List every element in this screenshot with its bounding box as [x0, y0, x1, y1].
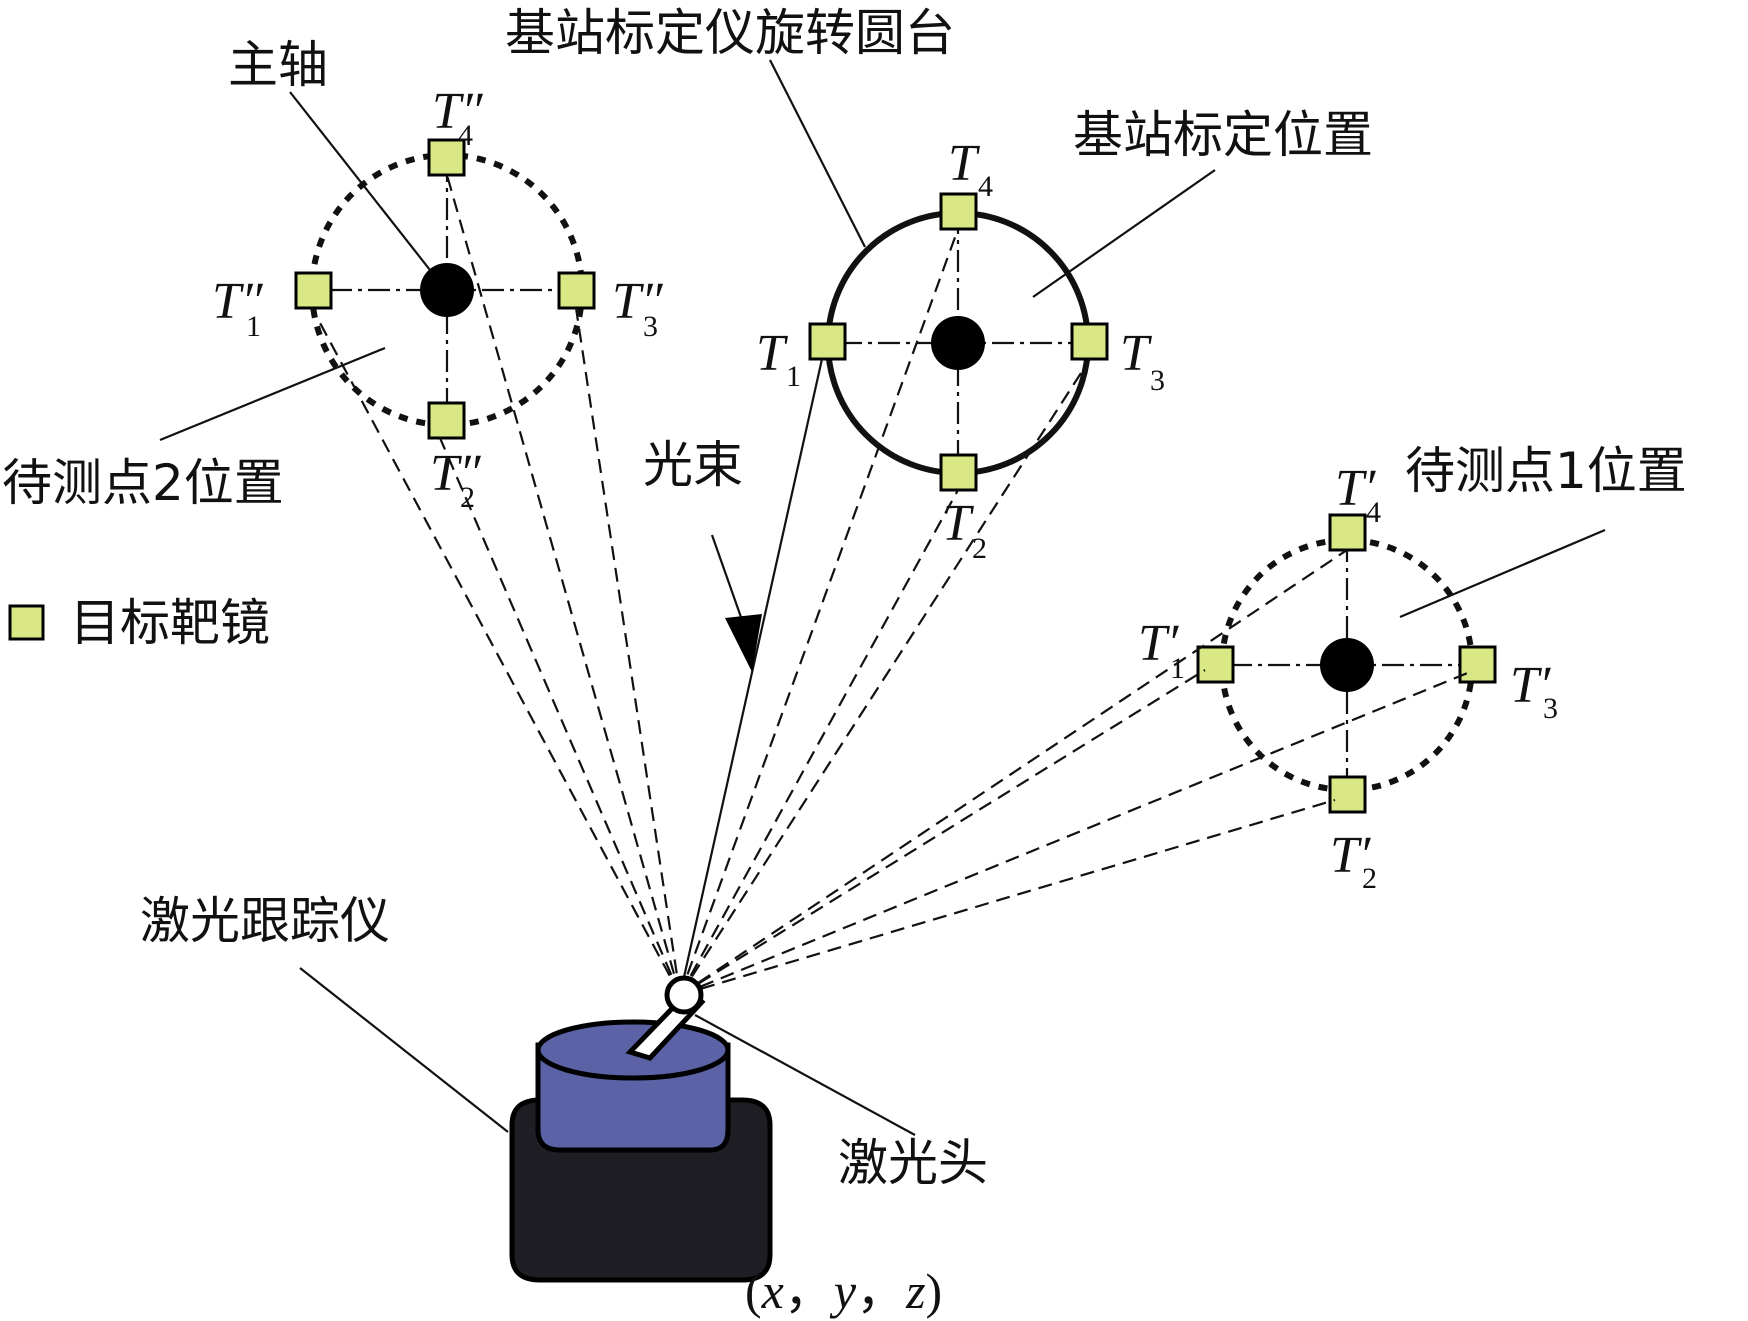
label-t4-prime-sub: 4	[1366, 496, 1381, 529]
laser-tracker	[509, 975, 773, 1283]
leader-base-rotary	[769, 59, 866, 248]
legend-target-label: 目标靶镜	[70, 594, 270, 652]
leader-tracker	[299, 967, 509, 1133]
label-t1-double: T″	[212, 273, 264, 330]
legend-target-swatch	[8, 604, 45, 641]
leader-base-position	[1032, 169, 1216, 298]
label-t1-prime: T′	[1138, 615, 1180, 672]
label-laser-head: 激光头	[838, 1134, 988, 1192]
annotations: 主轴 基站标定仪旋转圆台 基站标定位置 待测点2位置 待测点1位置 光束 激光跟…	[2, 4, 1687, 1192]
tracker-coordinates: (x，y，z)	[745, 1263, 942, 1319]
leader-laser-head	[694, 1014, 916, 1136]
label-base-rotary: 基站标定仪旋转圆台	[505, 4, 955, 62]
leader-point2	[159, 346, 386, 442]
beam-line	[679, 489, 959, 996]
target-mirror	[557, 271, 596, 310]
label-t3-sub: 3	[1150, 364, 1165, 397]
point2-target-labels: T″ 4 T″ 1 T″ 3 T″ 2	[212, 83, 664, 514]
label-point2-position: 待测点2位置	[2, 454, 284, 512]
label-t4-double-sub: 4	[458, 119, 473, 152]
legend: 目标靶镜	[8, 594, 270, 652]
target-mirror	[294, 271, 333, 310]
base-center-dot	[931, 316, 985, 370]
point2-group	[294, 138, 596, 440]
point2-center-dot	[420, 263, 474, 317]
beam-line	[679, 549, 1348, 996]
target-mirror	[427, 401, 466, 440]
label-t1-sub: 1	[786, 360, 801, 393]
label-t1: T	[756, 325, 788, 382]
beam-pointer-arrow	[725, 614, 762, 672]
point1-target-labels: T′ 4 T′ 1 T′ 3 T′ 2	[1138, 460, 1558, 895]
label-t3-prime-sub: 3	[1543, 692, 1558, 725]
beam-line	[678, 228, 960, 996]
label-t4-double: T″	[432, 83, 484, 140]
label-base-position: 基站标定位置	[1073, 106, 1373, 164]
label-t1-double-sub: 1	[246, 310, 261, 343]
target-mirror	[808, 322, 847, 361]
label-t3-prime: T′	[1510, 657, 1552, 714]
label-t4-prime: T′	[1335, 460, 1377, 517]
label-main-axis: 主轴	[228, 36, 328, 94]
label-beam: 光束	[643, 436, 743, 494]
beam-line	[445, 174, 682, 996]
leader-point1	[1399, 528, 1606, 619]
label-t2-sub: 2	[972, 532, 987, 565]
target-mirror	[1328, 775, 1367, 814]
label-t4-sub: 4	[978, 170, 993, 203]
target-mirror	[427, 138, 466, 177]
laser-head	[664, 975, 704, 1015]
point1-center-dot	[1320, 638, 1374, 692]
beam-line	[311, 307, 681, 996]
beam-line	[438, 437, 682, 996]
label-t4: T	[948, 135, 980, 192]
label-t2-double-sub: 2	[460, 481, 475, 514]
target-mirror	[1458, 645, 1497, 684]
leader-lines	[159, 59, 1606, 1136]
point1-group	[1196, 513, 1497, 814]
label-tracker: 激光跟踪仪	[140, 892, 390, 950]
beam-line	[679, 358, 1091, 996]
label-t2-prime-sub: 2	[1362, 862, 1377, 895]
leader-main-axis	[289, 91, 431, 271]
label-t2-double: T″	[430, 445, 482, 502]
target-mirror	[1070, 322, 1109, 361]
label-point1-position: 待测点1位置	[1405, 442, 1687, 500]
base-target-labels: T 4 T 1 T 3 T 2	[756, 135, 1165, 565]
beam-line	[679, 670, 1471, 997]
beam-line	[574, 307, 682, 996]
target-mirror	[939, 453, 978, 492]
target-mirror	[1328, 513, 1367, 552]
beam-pointer-line	[710, 534, 744, 621]
label-t3-double-sub: 3	[643, 310, 658, 343]
beam-line-solid	[678, 358, 824, 996]
label-t2: T	[942, 495, 974, 552]
beam-line	[679, 669, 1206, 996]
label-t1-prime-sub: 1	[1170, 652, 1185, 685]
label-t3-double: T″	[612, 273, 664, 330]
label-t3: T	[1120, 325, 1152, 382]
label-t2-prime: T′	[1330, 827, 1372, 884]
target-mirror	[939, 192, 978, 231]
laser-beams	[311, 174, 1471, 997]
target-mirror	[1196, 645, 1235, 684]
base-station-group	[808, 192, 1109, 492]
beam-line	[679, 798, 1336, 997]
